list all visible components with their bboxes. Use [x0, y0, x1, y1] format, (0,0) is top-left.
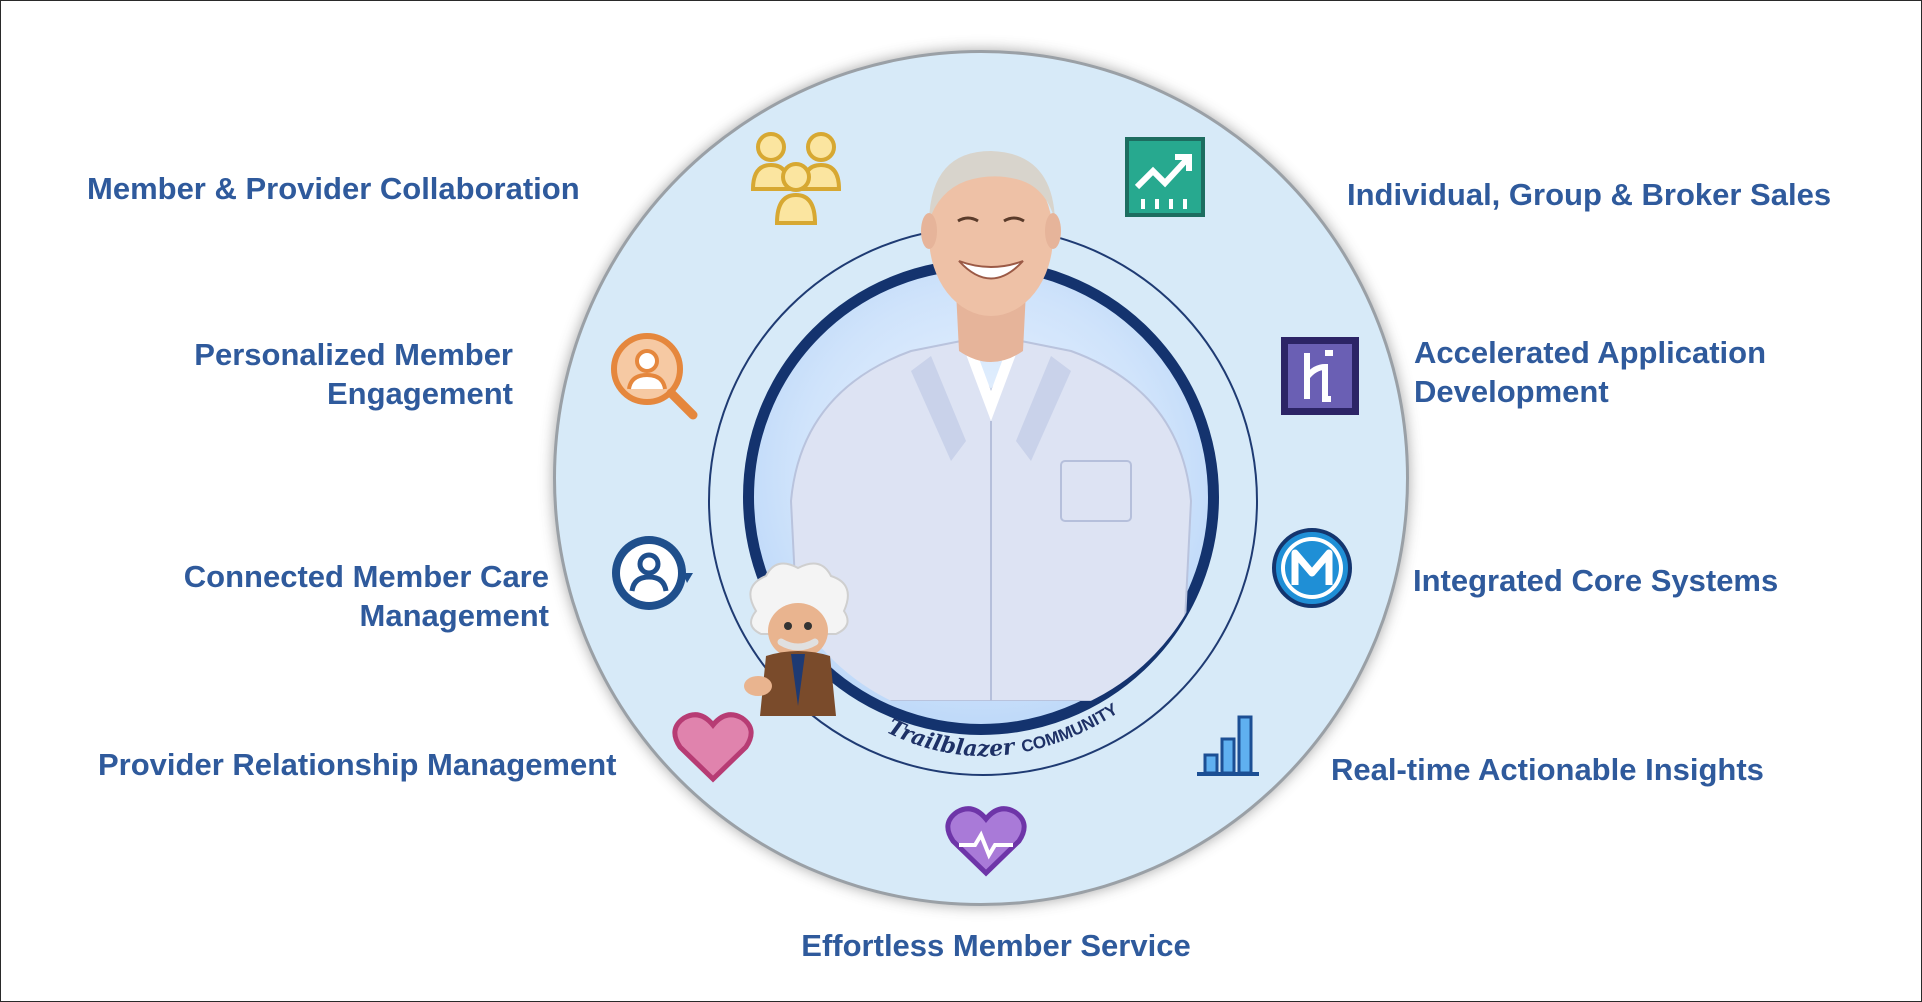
- label-accelerated-app-dev: Accelerated Application Development: [1414, 333, 1766, 411]
- label-realtime-insights: Real-time Actionable Insights: [1331, 752, 1764, 787]
- label-line: Connected Member Care: [183, 559, 549, 594]
- badge-brand: Trailblazer: [883, 714, 1017, 762]
- heart-pulse-icon: [945, 806, 1027, 877]
- label-provider-relationship: Provider Relationship Management: [98, 747, 617, 782]
- label-line: Management: [359, 598, 549, 633]
- badge-community: COMMUNITY: [1019, 699, 1121, 756]
- label-line: Engagement: [326, 376, 513, 411]
- heart-icon: [672, 712, 754, 783]
- label-individual-group-broker: Individual, Group & Broker Sales: [1347, 177, 1832, 212]
- label-personalized-engagement: Personalized Member Engagement: [151, 335, 513, 413]
- svg-text:Trailblazer COMMUNITY: Trailblazer COMMUNITY: [883, 699, 1121, 762]
- label-integrated-core: Integrated Core Systems: [1413, 563, 1779, 598]
- trailblazer-community-badge: Trailblazer COMMUNITY: [883, 699, 1121, 762]
- einstein-mascot: [744, 562, 849, 716]
- mulesoft-logo-icon: [1272, 528, 1352, 608]
- trend-chart-icon: [1125, 137, 1205, 217]
- person-photo: [789, 151, 1193, 701]
- heroku-logo-icon: [1281, 337, 1359, 415]
- label-line: Accelerated Application: [1414, 335, 1767, 370]
- person-search-icon: [611, 333, 698, 420]
- label-member-provider-collaboration: Member & Provider Collaboration: [87, 171, 580, 206]
- label-effortless-service: Effortless Member Service: [801, 928, 1191, 963]
- label-connected-care: Connected Member Care Management: [141, 557, 549, 635]
- label-line: Development: [1414, 374, 1609, 409]
- label-line: Personalized Member: [194, 337, 513, 372]
- people-group-icon: [750, 132, 842, 225]
- person-sync-icon: [612, 536, 693, 610]
- bar-chart-icon: [1197, 715, 1259, 776]
